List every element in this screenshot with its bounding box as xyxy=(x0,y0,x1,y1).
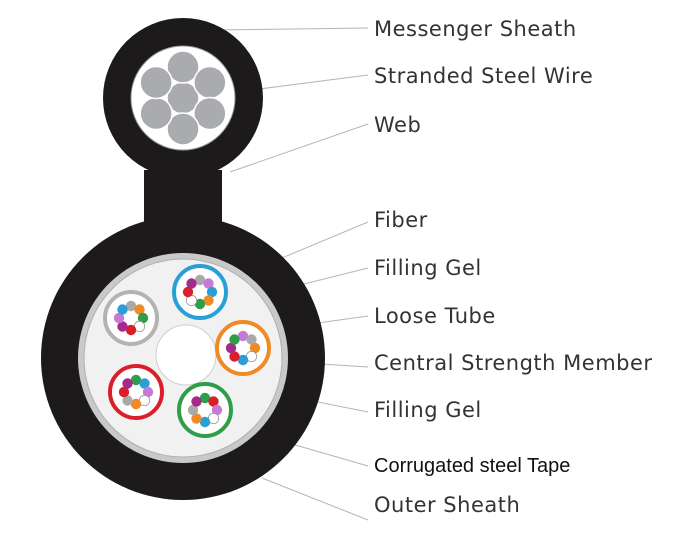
label-corrugated-steel-tape: Corrugated steel Tape xyxy=(374,455,571,477)
steel-wire xyxy=(166,50,200,84)
fiber xyxy=(118,386,130,398)
steel-wire xyxy=(139,96,173,131)
loose-tube xyxy=(215,320,271,376)
fiber xyxy=(225,342,237,354)
loose-tubes xyxy=(103,264,271,438)
loose-tube xyxy=(103,290,159,346)
fiber xyxy=(194,274,206,286)
fiber xyxy=(187,404,199,416)
fiber xyxy=(203,295,214,306)
fiber xyxy=(206,286,218,298)
fiber xyxy=(130,398,142,410)
fiber xyxy=(125,324,137,336)
fiber xyxy=(194,298,206,310)
fiber xyxy=(134,304,145,315)
fiber xyxy=(211,404,223,416)
fiber xyxy=(186,278,197,289)
fiber xyxy=(199,416,211,428)
fiber xyxy=(191,413,202,424)
label-fiber: Fiber xyxy=(374,208,428,232)
fiber xyxy=(142,386,154,398)
label-filling-gel-1: Filling Gel xyxy=(374,256,482,280)
fiber xyxy=(117,321,128,332)
fiber xyxy=(237,354,249,366)
fiber xyxy=(208,396,219,407)
label-stranded-steel-wire: Stranded Steel Wire xyxy=(374,64,594,88)
fiber xyxy=(249,342,261,354)
fiber xyxy=(113,312,125,324)
fiber xyxy=(199,392,211,404)
fiber xyxy=(117,304,128,315)
leader-line xyxy=(214,27,369,31)
label-loose-tube: Loose Tube xyxy=(374,304,496,328)
label-central-strength-member: Central Strength Member xyxy=(374,351,653,375)
stranded-steel-wire xyxy=(139,50,227,146)
loose-tube xyxy=(172,264,228,320)
fiber xyxy=(237,330,249,342)
steel-wire xyxy=(193,96,227,131)
fiber xyxy=(137,312,149,324)
loose-tube xyxy=(108,364,164,420)
steel-wire xyxy=(139,65,173,100)
fiber xyxy=(139,378,150,389)
fiber xyxy=(246,334,257,345)
fiber xyxy=(122,378,133,389)
fiber xyxy=(182,286,194,298)
leader-line xyxy=(261,477,369,521)
fiber xyxy=(122,395,133,406)
label-messenger-sheath: Messenger Sheath xyxy=(374,17,577,41)
central-strength-member xyxy=(155,324,217,386)
steel-wire xyxy=(193,65,227,100)
label-outer-sheath: Outer Sheath xyxy=(374,493,521,517)
steel-wire xyxy=(166,112,200,146)
leader-line xyxy=(229,123,369,173)
fiber xyxy=(203,278,214,289)
fiber xyxy=(229,334,240,345)
loose-tube xyxy=(177,382,233,438)
fiber xyxy=(125,300,137,312)
label-web: Web xyxy=(374,113,422,137)
fiber xyxy=(130,374,142,386)
fiber xyxy=(229,351,240,362)
fiber xyxy=(191,396,202,407)
label-filling-gel-2: Filling Gel xyxy=(374,398,482,422)
